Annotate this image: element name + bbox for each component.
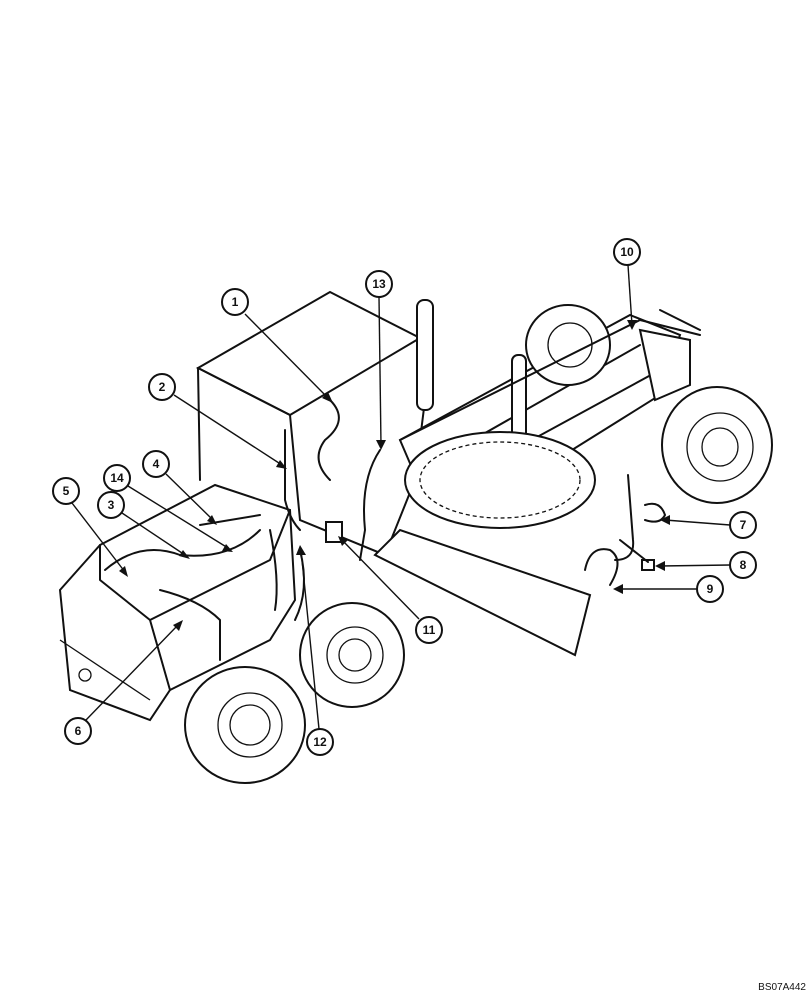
moldboard-blade [373, 528, 592, 657]
callout-3: 3 [97, 491, 190, 559]
callout-8-label: 8 [740, 558, 747, 572]
callout-2-label: 2 [159, 380, 166, 394]
front-wheel-far [525, 304, 611, 386]
turntable-circle [404, 431, 596, 529]
callout-7-label: 7 [740, 518, 747, 532]
callout-12: 12 [296, 545, 334, 756]
callout-4: 4 [142, 450, 217, 525]
callout-14-label: 14 [110, 471, 124, 485]
front-wheel-near [661, 386, 773, 504]
callout-4-label: 4 [153, 457, 160, 471]
front-axle-bracket [638, 328, 691, 402]
callout-13: 13 [365, 270, 393, 450]
callout-3-label: 3 [108, 498, 115, 512]
callout-10: 10 [613, 238, 641, 330]
callout-8: 8 [655, 551, 757, 579]
callout-7: 7 [660, 511, 757, 539]
callout-5: 5 [52, 477, 128, 577]
callout-10-label: 10 [620, 245, 634, 259]
cable-clip [619, 539, 655, 571]
callout-14: 14 [103, 464, 233, 552]
callout-9: 9 [613, 575, 724, 603]
callout-2: 2 [148, 373, 287, 469]
cable-tie [614, 474, 635, 561]
rear-wheel-back [299, 602, 405, 708]
callout-6: 6 [64, 620, 183, 745]
callout-6-label: 6 [75, 724, 82, 738]
callout-13-label: 13 [372, 277, 386, 291]
callout-12-label: 12 [313, 735, 327, 749]
callout-9-label: 9 [707, 582, 714, 596]
callout-11: 11 [338, 536, 443, 644]
callout-11-label: 11 [423, 623, 436, 637]
callout-1: 1 [221, 288, 333, 403]
callout-5-label: 5 [63, 484, 70, 498]
drawing-code: BS07A442 [758, 982, 806, 993]
hose-clamp [644, 502, 666, 523]
p-clamp [584, 548, 619, 586]
rear-wheel-front [184, 666, 306, 784]
callout-1-label: 1 [232, 295, 239, 309]
engine-hood [58, 483, 297, 722]
